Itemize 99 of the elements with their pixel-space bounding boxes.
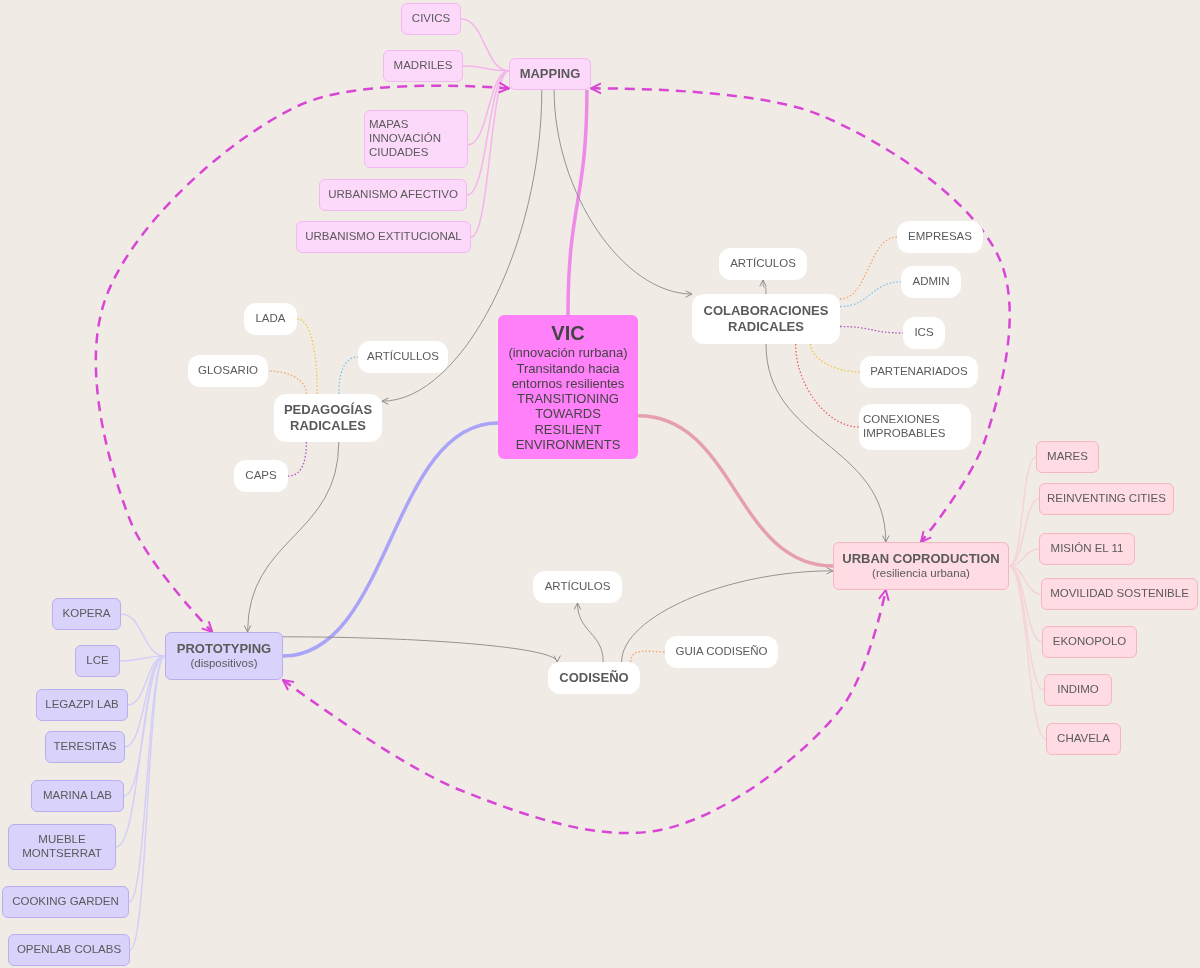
item-box: [8, 824, 116, 870]
node-title: CHAVELA: [1057, 732, 1110, 746]
connector: [296, 318, 318, 395]
connector: [282, 589, 890, 835]
node-title: MAPPING: [519, 66, 581, 82]
item-box: [1039, 483, 1174, 515]
item-box: [319, 179, 467, 211]
item-box: [533, 571, 622, 603]
node-title: MOVILIDAD SOSTENIBLE: [1050, 587, 1189, 601]
connector: [267, 370, 308, 395]
item-box: [665, 636, 778, 668]
item-box: [1044, 674, 1112, 706]
node-title: EMPRESAS: [908, 230, 972, 244]
node-title: ARTÍCULOS: [730, 257, 796, 271]
node-title: INDIMO: [1057, 683, 1099, 697]
node-title: MADRILES: [393, 59, 453, 73]
item-box: [45, 731, 125, 763]
item-box: [897, 221, 983, 253]
node-title: EKONOPOLO: [1052, 635, 1127, 649]
topic-box: [274, 394, 382, 442]
node-title: ARTÍCULOS: [544, 580, 611, 594]
item-box: [75, 645, 120, 677]
node-subtitle: (resiliencia urbana): [872, 566, 970, 581]
topic-box: [509, 58, 591, 90]
item-box: [234, 460, 288, 492]
node-title: LEGAZPI LAB: [45, 698, 119, 712]
item-box: [296, 221, 471, 253]
item-box: [188, 355, 268, 387]
node-title: CAPS: [245, 469, 277, 483]
item-box: [383, 50, 463, 82]
node-title: GLOSARIO: [197, 364, 259, 378]
item-box: [903, 317, 945, 349]
connector: [566, 89, 589, 316]
node-title: ICS: [914, 326, 934, 340]
node-title: PROTOTYPING: [176, 641, 272, 657]
node-title: CONEXIONES IMPROBABLES: [863, 413, 947, 441]
node-title: OPENLAB COLABS: [16, 943, 122, 957]
node-title: URBANISMO EXTITUCIONAL: [305, 230, 462, 244]
node-title: MISIÓN EL 11: [1050, 542, 1124, 556]
node-title: MARES: [1047, 450, 1088, 464]
node-title: LADA: [255, 312, 286, 326]
node-title: REINVENTING CITIES: [1047, 492, 1166, 506]
item-box: [860, 356, 978, 388]
item-box: [719, 248, 807, 280]
central-box: [498, 315, 638, 459]
connector: [839, 236, 898, 300]
connector: [129, 655, 166, 951]
item-box: [8, 934, 130, 966]
connector: [1008, 565, 1047, 740]
node-title: COOKING GARDEN: [12, 895, 119, 909]
connector: [287, 441, 308, 477]
item-box: [1039, 533, 1135, 565]
item-box: [31, 780, 124, 812]
node-title: GUIA CODISEÑO: [675, 645, 768, 659]
topic-box: [833, 542, 1009, 590]
item-box: [358, 341, 448, 373]
item-box: [1042, 626, 1137, 658]
connector: [282, 421, 499, 658]
node-subtitle: (dispositivos): [190, 656, 258, 671]
item-box: [401, 3, 461, 35]
connector: [590, 82, 1011, 543]
item-box: [901, 266, 961, 298]
node-title: VIC: [551, 322, 585, 346]
node-title: PEDAGOGÍAS RADICALES: [282, 402, 374, 434]
item-box: [1041, 578, 1198, 610]
connector: [637, 414, 834, 568]
node-title: TERESITAS: [53, 740, 117, 754]
node-title: ADMIN: [912, 275, 950, 289]
connector: [794, 343, 860, 428]
item-box: [36, 689, 128, 721]
node-title: URBANISMO AFECTIVO: [328, 188, 458, 202]
item-box: [859, 404, 971, 450]
node-title: URBAN COPRODUCTION: [842, 551, 1000, 567]
connector: [809, 343, 861, 373]
connector: [630, 650, 666, 663]
item-box: [364, 110, 468, 168]
node-title: MUEBLE MONTSERRAT: [21, 833, 103, 861]
node-title: CIVICS: [411, 12, 451, 26]
node-title: ARTÍCULLOS: [367, 350, 439, 364]
connector: [338, 356, 359, 395]
node-subtitle: (innovación rurbana) Transitando hacia entornos resilientes TRANSITIONING TOWARDS RESILIENT ENVIRONMENTS: [507, 345, 629, 452]
topic-box: [165, 632, 283, 680]
node-title: PARTENARIADOS: [870, 365, 968, 379]
connector: [94, 81, 510, 633]
item-box: [52, 598, 121, 630]
topic-box: [548, 662, 640, 694]
item-box: [2, 886, 129, 918]
node-title: COLABORACIONES RADICALES: [702, 303, 830, 335]
node-title: MAPAS INNOVACIÓN CIUDADES: [369, 118, 442, 160]
item-box: [1036, 441, 1099, 473]
connector: [839, 325, 904, 334]
node-title: CODISEÑO: [559, 670, 629, 686]
node-title: MARINA LAB: [43, 789, 112, 803]
node-title: KOPERA: [62, 607, 111, 621]
topic-box: [692, 294, 840, 344]
node-title: LCE: [86, 654, 109, 668]
item-box: [1046, 723, 1121, 755]
connector: [470, 70, 510, 238]
item-box: [244, 303, 297, 335]
